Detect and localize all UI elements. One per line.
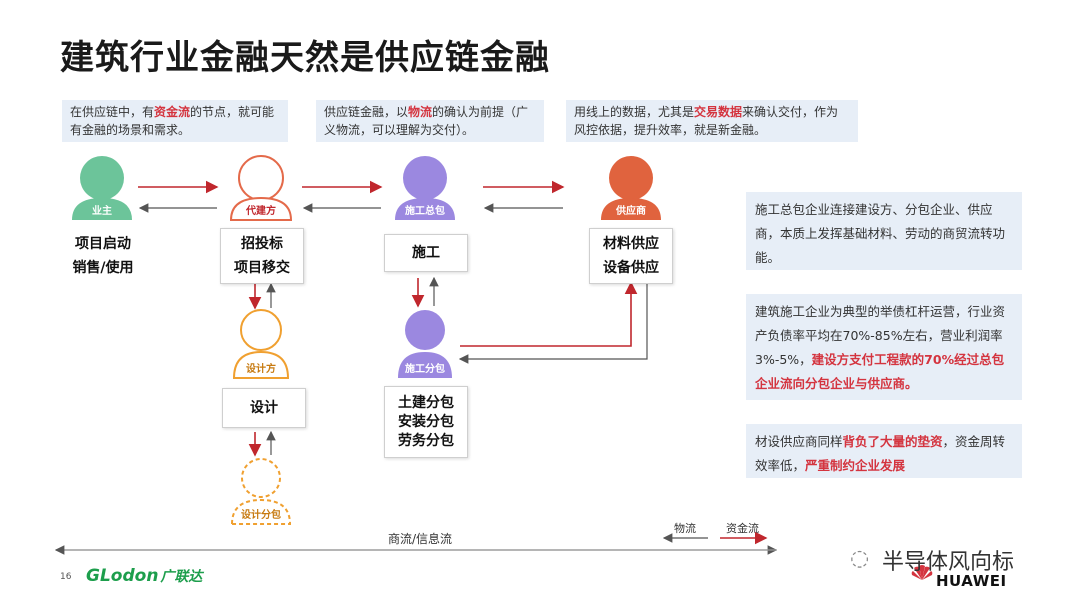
side-note-leverage: 建筑施工企业为典型的举债杠杆运营，行业资产负债率平均在70%-85%左右，营业利… (746, 294, 1022, 400)
subcontractor-activities-box: 土建分包 安装分包 劳务分包 (384, 386, 468, 458)
designer-person-icon (232, 309, 290, 379)
glodon-logo-cn: 广联达 (160, 569, 203, 585)
note-highlight: 交易数据 (694, 105, 743, 119)
side-note-text: ，资金周转效率低， (755, 434, 1006, 473)
note-capital-flow: 在供应链中，有资金流的节点，就可能有金融的场景和需求。 (62, 100, 288, 142)
logistics-arrow (458, 283, 648, 364)
activity-text: 销售/使用 (72, 260, 134, 276)
activity-text: 施工 (412, 245, 440, 261)
watermark-text: 半导体风向标 (882, 550, 1015, 575)
design-subcontractor-person-icon (230, 458, 292, 525)
side-note-supplier: 材设供应商同样背负了大量的垫资，资金周转效率低，严重制约企业发展 (746, 424, 1022, 478)
activity-text: 劳务分包 (398, 432, 454, 449)
general-activities-box: 施工 (384, 234, 468, 272)
side-note-highlight: 背负了大量的垫资 (842, 434, 943, 449)
general-contractor-label: 施工总包 (405, 206, 445, 217)
page-title: 建筑行业金融天然是供应链金融 (60, 38, 550, 78)
design-subcontractor-label: 设计分包 (241, 510, 281, 521)
activity-text: 设计 (250, 400, 278, 416)
huawei-wordmark: HUAWEI (936, 572, 1007, 590)
note-text: 供应链金融，以 (324, 105, 409, 119)
note-text: 在供应链中，有 (70, 105, 155, 119)
activity-text: 项目移交 (234, 260, 290, 276)
wechat-icon: ◌ (850, 546, 870, 571)
builder-activities-box: 招投标 项目移交 (220, 228, 304, 284)
activity-text: 材料供应 (603, 236, 659, 252)
activity-text: 招投标 (241, 236, 283, 252)
supplier-activities-box: 材料供应 设备供应 (589, 228, 673, 284)
capital-arrow (460, 281, 638, 347)
page-number: 16 (60, 572, 72, 582)
business-flow-label: 商流/信息流 (387, 532, 453, 546)
general-contractor-person-icon (395, 156, 455, 220)
builder-person-icon (229, 155, 293, 221)
side-note-general-contractor: 施工总包企业连接建设方、分包企业、供应商，本质上发挥基础材料、劳动的商贸流转功能… (746, 192, 1022, 270)
side-note-highlight: 建设方支付工程款的70%经过总包企业流向分包企业与供应商。 (755, 352, 1005, 391)
note-text: 的确认为前提（广义物流，可以理解为交付）。 (324, 105, 529, 137)
side-note-highlight: 严重制约企业发展 (805, 458, 906, 473)
note-highlight: 物流 (408, 105, 433, 119)
note-text: 用线上的数据，尤其是 (574, 105, 695, 119)
supplier-label: 供应商 (616, 206, 646, 217)
owner-person-icon (72, 156, 132, 220)
subcontractor-label: 施工分包 (405, 364, 445, 375)
side-note-text: 建筑施工企业为典型的举债杠杆运营，行业资产负债率平均在70%-85%左右，营业利… (755, 304, 1006, 367)
design-activities-box: 设计 (222, 388, 306, 428)
note-highlight: 资金流 (154, 105, 191, 119)
supplier-person-icon (601, 156, 661, 220)
designer-label: 设计方 (246, 364, 276, 375)
note-text: 的节点，就可能有金融的场景和需求。 (70, 105, 275, 137)
activity-text: 安装分包 (398, 413, 454, 430)
subcontractor-person-icon (398, 310, 452, 378)
activity-text: 设备供应 (603, 260, 659, 276)
owner-activities: 项目启动 销售/使用 (60, 232, 146, 280)
activity-text: 项目启动 (75, 236, 131, 252)
huawei-logo (911, 565, 933, 580)
note-transaction-data: 用线上的数据，尤其是交易数据来确认交付，作为风控依据，提升效率，就是新金融。 (566, 100, 858, 142)
owner-label: 业主 (92, 206, 112, 217)
builder-label: 代建方 (246, 206, 276, 217)
legend-logistics-label: 物流 (674, 522, 696, 535)
side-note-text: 材设供应商同样 (755, 434, 843, 449)
note-logistics: 供应链金融，以物流的确认为前提（广义物流，可以理解为交付）。 (316, 100, 544, 142)
side-note-text: 施工总包企业连接建设方、分包企业、供应商，本质上发挥基础材料、劳动的商贸流转功能… (755, 202, 1006, 265)
activity-text: 土建分包 (398, 394, 454, 411)
glodon-logo-text: GLodon (86, 566, 159, 586)
note-text: 来确认交付，作为风控依据，提升效率，就是新金融。 (574, 105, 839, 137)
legend-capital-label: 资金流 (726, 522, 759, 535)
